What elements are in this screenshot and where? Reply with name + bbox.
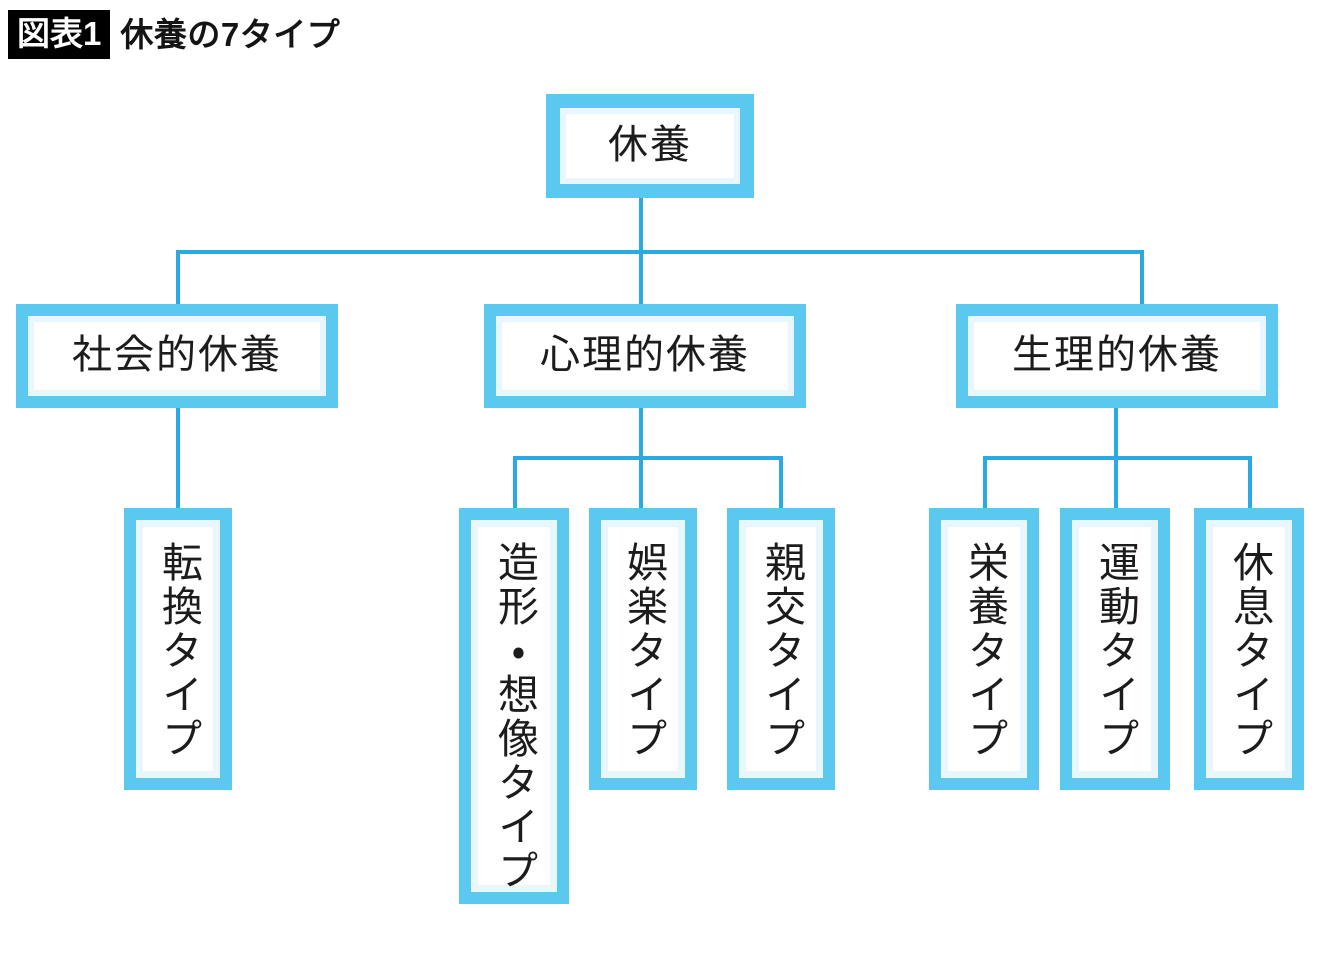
node-goraku-inner: 娯楽タイプ: [601, 520, 685, 778]
node-shakaiteki-inner: 社会的休養: [28, 316, 326, 396]
node-undo[interactable]: 運動タイプ: [1060, 508, 1170, 790]
node-kyuyo-label: 休養: [608, 123, 692, 168]
node-goraku[interactable]: 娯楽タイプ: [589, 508, 697, 790]
node-zokei-sozo-label: 造形・想像タイプ: [491, 541, 538, 893]
node-seiriteki[interactable]: 生理的休養: [956, 304, 1278, 408]
node-shinriteki-inner: 心理的休養: [496, 316, 794, 396]
connector-drop-goraku: [639, 456, 643, 510]
node-eiyo[interactable]: 栄養タイプ: [929, 508, 1039, 790]
node-shinriteki[interactable]: 心理的休養: [484, 304, 806, 408]
node-eiyo-inner: 栄養タイプ: [941, 520, 1027, 778]
node-zokei-sozo-inner: 造形・想像タイプ: [471, 520, 557, 893]
node-kyuyo-inner: 休養: [560, 108, 740, 184]
connector-shakaiteki-to-tenkan: [176, 406, 180, 510]
node-seiriteki-label: 生理的休養: [1012, 333, 1222, 378]
figure-title-text: 休養の7タイプ: [120, 16, 341, 53]
node-kyusoku[interactable]: 休息タイプ: [1194, 508, 1304, 790]
connector-drop-shakaiteki: [176, 250, 180, 306]
node-seiriteki-inner: 生理的休養: [968, 316, 1266, 396]
connector-drop-kyusoku: [1248, 456, 1252, 510]
connector-drop-shinriteki: [639, 250, 643, 306]
connector-drop-seiriteki: [1140, 250, 1144, 306]
node-tenkan-label: 転換タイプ: [155, 541, 202, 761]
node-zokei-sozo[interactable]: 造形・想像タイプ: [459, 508, 569, 904]
node-kyusoku-label: 休息タイプ: [1226, 541, 1273, 761]
node-shinko[interactable]: 親交タイプ: [727, 508, 835, 790]
node-shinko-inner: 親交タイプ: [739, 520, 823, 778]
node-tenkan-inner: 転換タイプ: [136, 520, 220, 778]
node-eiyo-label: 栄養タイプ: [961, 541, 1008, 761]
connector-level1-bus: [176, 250, 1144, 254]
figure-title: 図表1 休養の7タイプ: [8, 10, 340, 59]
node-goraku-label: 娯楽タイプ: [620, 541, 667, 761]
node-tenkan[interactable]: 転換タイプ: [124, 508, 232, 790]
connector-drop-zokei-sozo: [513, 456, 517, 510]
connector-shinriteki-stem: [639, 406, 643, 458]
connector-root-stem: [639, 196, 643, 252]
connector-seiriteki-stem: [1114, 406, 1118, 458]
node-shakaiteki-label: 社会的休養: [72, 333, 282, 378]
node-kyusoku-inner: 休息タイプ: [1206, 520, 1292, 778]
connector-drop-undo: [1114, 456, 1118, 510]
node-shakaiteki[interactable]: 社会的休養: [16, 304, 338, 408]
node-shinko-label: 親交タイプ: [758, 541, 805, 761]
node-kyuyo[interactable]: 休養: [546, 94, 754, 198]
connector-drop-shinko: [779, 456, 783, 510]
node-undo-inner: 運動タイプ: [1072, 520, 1158, 778]
node-undo-label: 運動タイプ: [1092, 541, 1139, 761]
connector-shinriteki-bus: [513, 456, 783, 460]
node-shinriteki-label: 心理的休養: [540, 333, 750, 378]
connector-drop-eiyo: [983, 456, 987, 510]
figure-number-badge: 図表1: [8, 10, 111, 59]
